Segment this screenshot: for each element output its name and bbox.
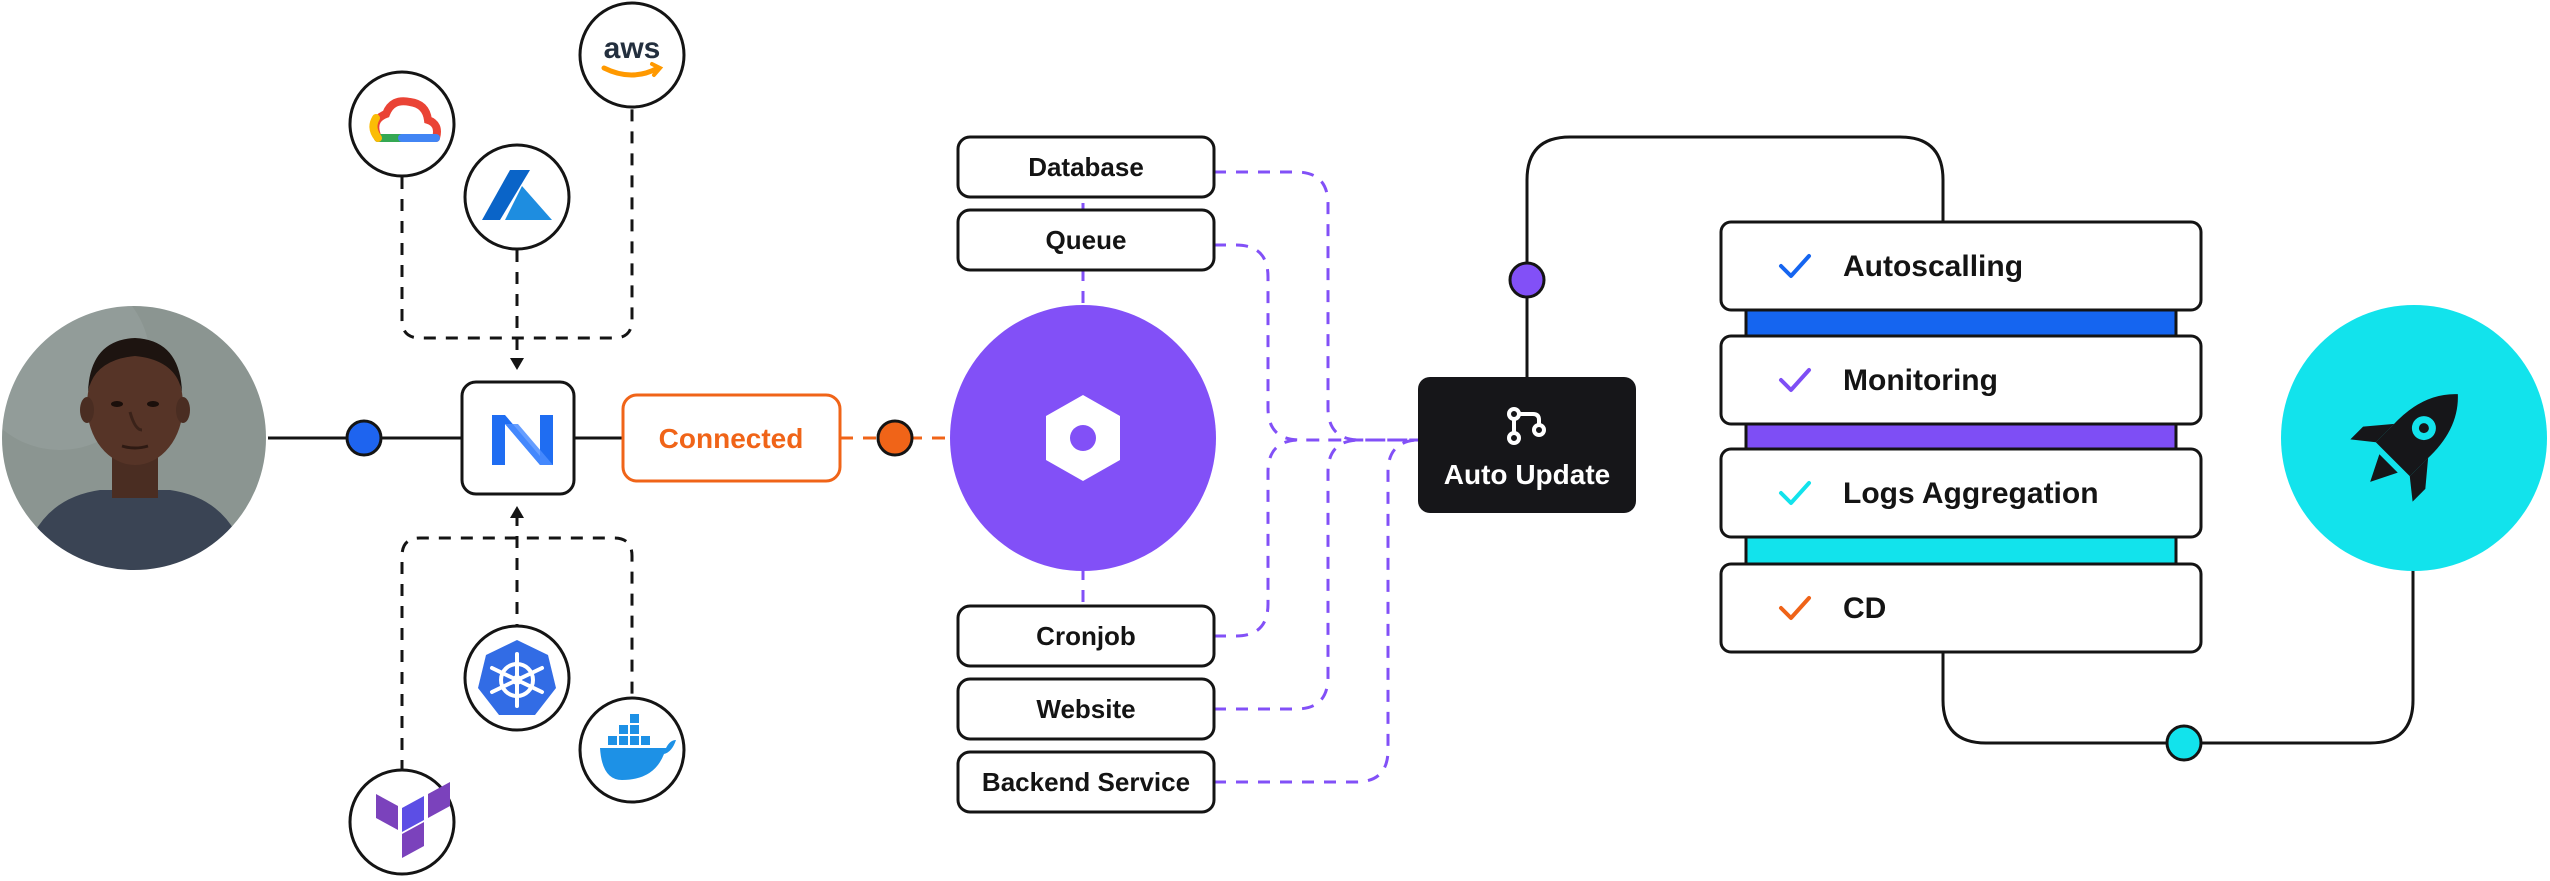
connected-label: Connected <box>659 423 804 454</box>
auto-update-box: Auto Update <box>1418 377 1636 513</box>
service-item: Database <box>956 135 1216 199</box>
docker-icon <box>600 714 676 780</box>
feature-item: Monitoring <box>1719 334 2203 426</box>
azure-node <box>463 143 571 251</box>
feature-label: Autoscalling <box>1843 250 2023 283</box>
arrow-up-icon <box>510 506 524 518</box>
feature-label: CD <box>1843 592 1886 625</box>
service-label: Cronjob <box>1036 621 1136 651</box>
northflank-logo-icon <box>492 415 553 465</box>
rocket-icon <box>2350 394 2458 502</box>
deploy-rocket-node <box>2281 305 2547 571</box>
service-item: Backend Service <box>956 750 1216 814</box>
cyan-connection-dot <box>2165 724 2203 762</box>
kubernetes-node <box>463 624 571 732</box>
service-label: Website <box>1036 694 1135 724</box>
google-cloud-icon <box>369 97 441 142</box>
service-label: Backend Service <box>982 767 1190 797</box>
blue-connection-dot <box>345 419 383 457</box>
feature-color-bar <box>1744 306 2178 340</box>
check-icon <box>1779 254 1811 278</box>
aws-label: aws <box>604 32 661 65</box>
purple-connection-dot <box>1508 261 1546 299</box>
platform-hub <box>950 305 1216 571</box>
feature-label: Monitoring <box>1843 364 1998 397</box>
service-label: Queue <box>1046 225 1127 255</box>
check-icon <box>1779 596 1811 620</box>
feature-item: Logs Aggregation <box>1719 447 2203 539</box>
connected-badge: Connected <box>621 393 842 483</box>
feature-label: Logs Aggregation <box>1843 477 2099 510</box>
service-label: Database <box>1028 152 1144 182</box>
azure-icon <box>482 170 552 220</box>
feature-color-bar <box>1744 533 2178 568</box>
orange-connection-dot <box>876 419 914 457</box>
terraform-node <box>348 768 456 876</box>
feature-item: Autoscalling <box>1719 220 2203 312</box>
check-icon <box>1779 368 1811 392</box>
arrow-down-icon <box>510 358 524 370</box>
service-item: Queue <box>956 208 1216 272</box>
northflank-logo-box <box>460 380 576 496</box>
kubernetes-icon <box>478 640 556 715</box>
docker-node <box>578 696 686 804</box>
user-avatar <box>0 304 268 572</box>
service-item: Website <box>956 677 1216 741</box>
auto-update-label: Auto Update <box>1444 459 1610 490</box>
service-item: Cronjob <box>956 604 1216 668</box>
feature-color-bar <box>1744 420 2178 453</box>
check-icon <box>1779 481 1811 505</box>
hexagon-icon <box>1046 395 1120 481</box>
aws-node: aws <box>578 1 686 109</box>
feature-item: CD <box>1719 562 2203 654</box>
google-cloud-node <box>348 70 456 178</box>
git-branch-icon <box>1507 407 1546 445</box>
terraform-icon <box>376 782 450 858</box>
aws-icon: aws <box>601 32 664 78</box>
